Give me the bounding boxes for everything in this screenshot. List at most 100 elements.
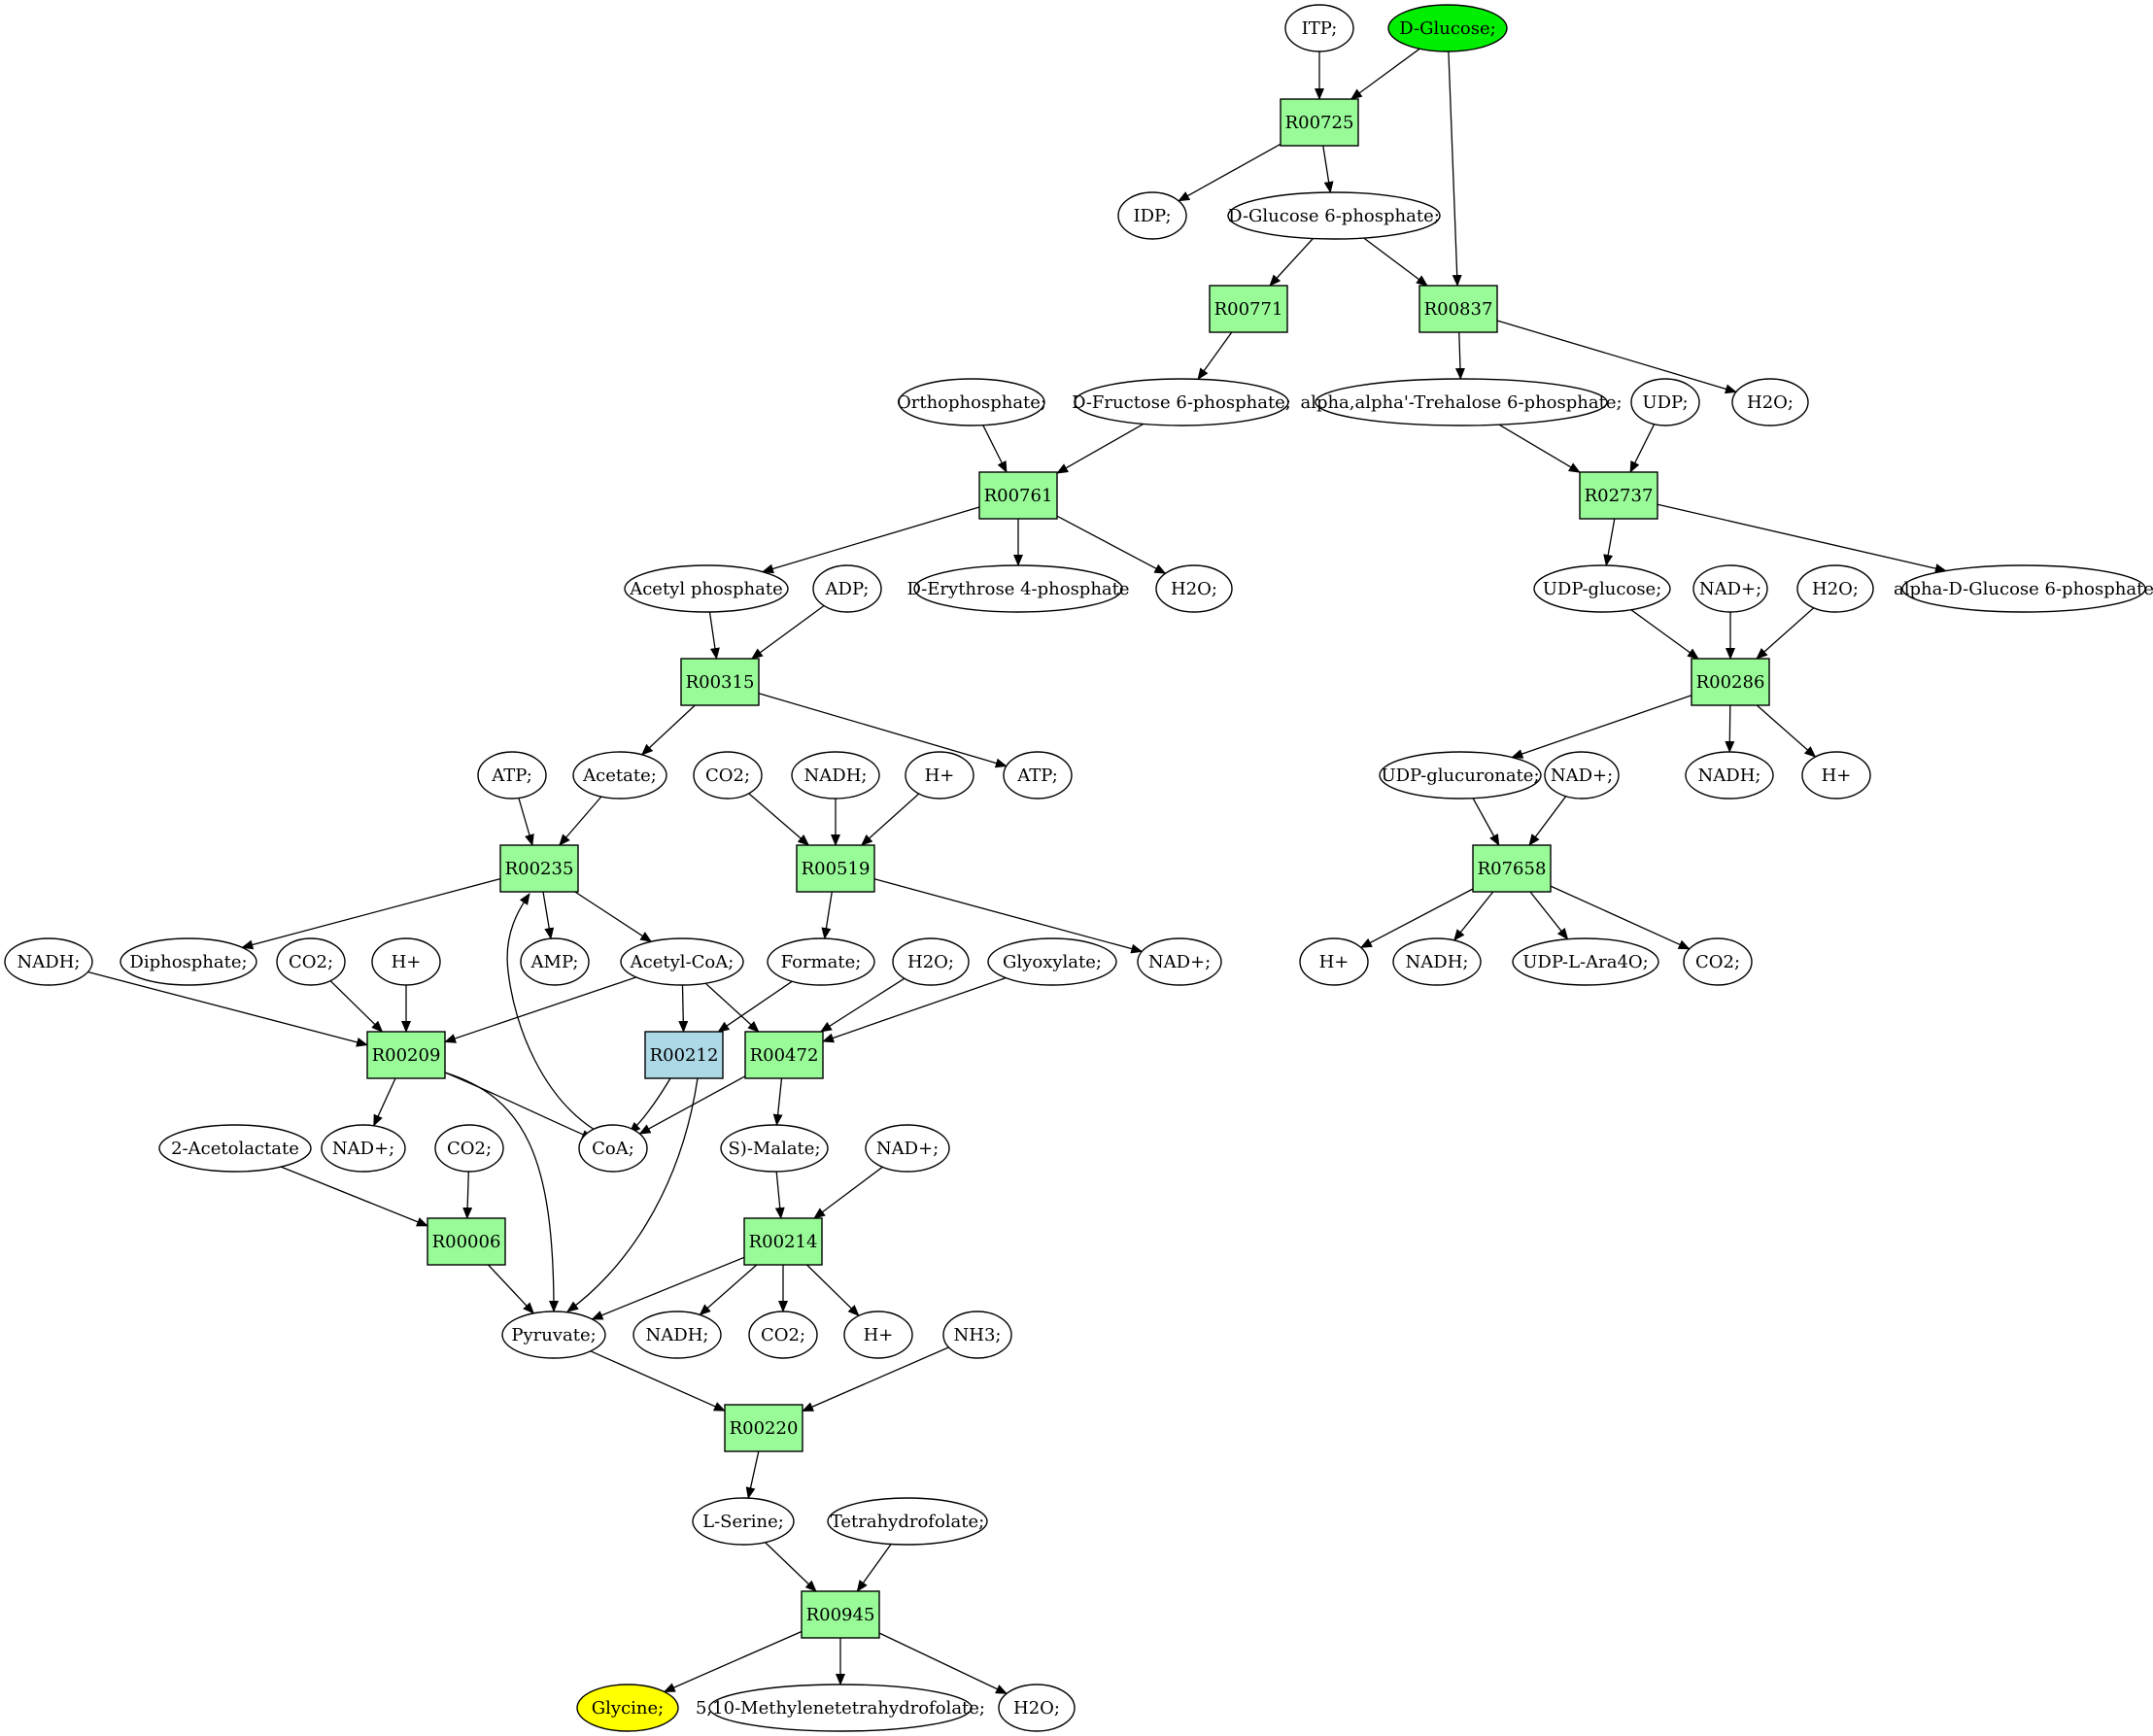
compound-node-idp: IDP; xyxy=(1117,191,1187,240)
edge-r00214-to-hp-e xyxy=(806,1264,860,1316)
compound-node-ppi: Diphosphate; xyxy=(120,937,257,986)
reaction-box xyxy=(680,658,760,706)
reaction-node-r00209: R00209 xyxy=(366,1031,446,1079)
reaction-node-r00945: R00945 xyxy=(801,1590,880,1639)
node-label: D-Erythrose 4-phosphate xyxy=(906,579,1129,599)
edge-r00212-to-coa xyxy=(629,1077,671,1134)
reaction-box xyxy=(1209,285,1288,333)
node-label: R00519 xyxy=(802,859,871,879)
compound-node-nadp-d: NAD+; xyxy=(321,1124,406,1173)
node-label: CO2; xyxy=(289,952,333,972)
edge-pyr-to-r00220 xyxy=(590,1350,726,1412)
node-label: Formate; xyxy=(781,952,862,972)
node-label: Glyoxylate; xyxy=(1003,952,1102,972)
compound-node-h2o-a: H2O; xyxy=(1731,378,1809,426)
reaction-node-r00472: R00472 xyxy=(744,1031,824,1079)
node-label: ITP; xyxy=(1302,18,1338,39)
compound-ellipse xyxy=(434,1124,504,1173)
node-label: NADH; xyxy=(646,1325,709,1345)
compound-node-h2o-b: H2O; xyxy=(1155,564,1233,613)
edge-h2o-d-to-r00472 xyxy=(819,977,906,1033)
node-label: D-Fructose 6-phosphate; xyxy=(1072,392,1291,413)
compound-ellipse xyxy=(987,937,1117,986)
edge-r00472-to-coa xyxy=(638,1075,746,1135)
compound-node-aclac: 2-Acetolactate xyxy=(158,1124,312,1173)
edge-accoa-to-r00212 xyxy=(678,984,689,1033)
edge-malate-to-r00214 xyxy=(774,1171,785,1219)
compound-node-formate: Formate; xyxy=(767,937,875,986)
compound-node-pyr: Pyruvate; xyxy=(501,1311,606,1359)
edge-r00315-to-atp-b xyxy=(758,693,1008,768)
compound-ellipse xyxy=(620,937,744,986)
compound-ellipse xyxy=(812,564,882,613)
compound-node-pi: Orthophosphate; xyxy=(897,378,1046,426)
compound-node-hp-e: H+ xyxy=(843,1311,913,1359)
compound-ellipse xyxy=(120,937,257,986)
compound-ellipse xyxy=(1796,564,1874,613)
reaction-box xyxy=(427,1217,506,1266)
node-label: CO2; xyxy=(1695,952,1740,972)
compound-node-g6p: D-Glucose 6-phosphate; xyxy=(1227,191,1441,240)
node-label: R00209 xyxy=(372,1045,441,1066)
compound-node-udp: UDP; xyxy=(1630,378,1700,426)
compound-node-acetate: Acetate; xyxy=(572,751,667,800)
compound-node-itp: ITP; xyxy=(1284,4,1354,52)
edge-r00761-to-acp xyxy=(762,506,980,574)
compound-ellipse xyxy=(1137,937,1222,986)
edge-r00286-to-nadh-b xyxy=(1725,704,1735,753)
compound-ellipse xyxy=(1512,937,1659,986)
edges-layer xyxy=(87,48,1947,1694)
compound-ellipse xyxy=(276,937,346,986)
reaction-box xyxy=(644,1031,724,1079)
reaction-box xyxy=(796,844,875,893)
node-label: H2O; xyxy=(1013,1698,1060,1719)
compound-node-nadp-b: NAD+; xyxy=(1544,751,1620,800)
edge-co2-d-to-r00006 xyxy=(462,1171,473,1219)
node-label: Pyruvate; xyxy=(511,1325,596,1345)
node-label: R00725 xyxy=(1285,113,1354,133)
reaction-box xyxy=(744,1031,824,1079)
compound-ellipse xyxy=(1003,751,1073,800)
reaction-node-r00212: R00212 xyxy=(644,1031,724,1079)
node-label: ADP; xyxy=(825,579,870,599)
compound-ellipse xyxy=(913,564,1123,613)
compound-node-f6p: D-Fructose 6-phosphate; xyxy=(1072,378,1291,426)
reaction-node-r00235: R00235 xyxy=(499,844,579,893)
reaction-node-r00214: R00214 xyxy=(743,1217,823,1266)
node-label: H2O; xyxy=(907,952,954,972)
edge-r00006-to-pyr xyxy=(488,1264,534,1314)
compound-ellipse xyxy=(898,378,1045,426)
compound-ellipse xyxy=(158,1124,312,1173)
node-label: UDP-L-Ara4O; xyxy=(1522,952,1648,972)
edge-r00725-to-idp xyxy=(1178,143,1282,202)
edge-accoa-to-r00209 xyxy=(444,976,637,1043)
edge-r00472-to-malate xyxy=(772,1077,783,1126)
reaction-box xyxy=(499,844,579,893)
compound-ellipse xyxy=(1901,564,2146,613)
node-label: CoA; xyxy=(592,1139,634,1159)
node-label: R00220 xyxy=(730,1418,799,1439)
edge-nh3-to-r00220 xyxy=(802,1346,949,1413)
edge-glyox-to-r00472 xyxy=(822,976,1007,1043)
node-label: R00235 xyxy=(505,859,574,879)
edge-dglc-to-r00837 xyxy=(1448,51,1462,287)
node-label: R00761 xyxy=(984,486,1053,506)
node-label: NADH; xyxy=(1406,952,1469,972)
compound-ellipse xyxy=(748,1311,818,1359)
node-label: R00837 xyxy=(1424,299,1493,320)
compound-node-hp-c: H+ xyxy=(371,937,441,986)
edge-r00209-to-coa xyxy=(444,1072,594,1140)
node-label: AMP; xyxy=(530,952,579,972)
node-label: NAD+; xyxy=(1148,952,1211,972)
node-label: UDP-glucuronate; xyxy=(1381,766,1539,786)
compound-ellipse xyxy=(905,751,974,800)
reaction-node-r02737: R02737 xyxy=(1579,471,1658,520)
node-label: NADH; xyxy=(1698,766,1761,786)
compound-node-accoa: Acetyl-CoA; xyxy=(620,937,744,986)
compound-ellipse xyxy=(371,937,441,986)
compound-ellipse xyxy=(624,564,789,613)
node-label: CO2; xyxy=(761,1325,805,1345)
compound-node-hp-b: H+ xyxy=(1801,751,1871,800)
reaction-box xyxy=(1691,658,1770,706)
